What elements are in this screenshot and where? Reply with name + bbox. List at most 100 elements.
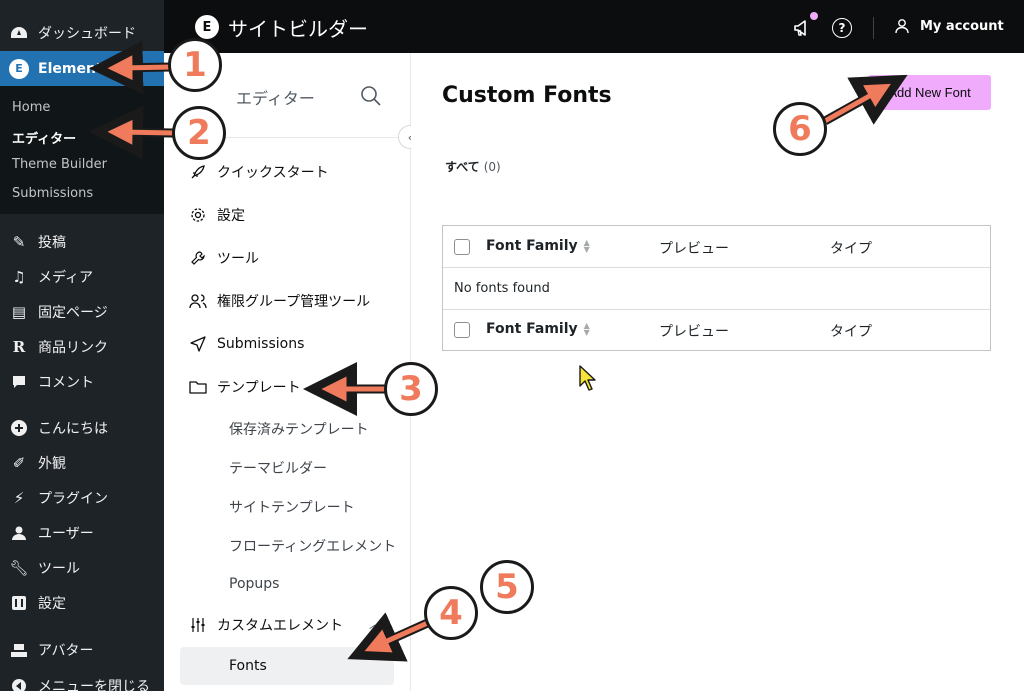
nav-custom-elements[interactable]: カスタムエレメント (189, 615, 343, 635)
menu-appearance[interactable]: ✐ 外観 (0, 445, 164, 480)
plus-icon (9, 418, 29, 438)
nav-label: Fonts (229, 658, 267, 674)
folder-icon (189, 378, 207, 396)
filter-all[interactable]: すべて(0) (445, 158, 501, 175)
menu-posts[interactable]: ✎ 投稿 (0, 224, 164, 259)
nav-label: 設定 (217, 208, 245, 224)
page-icon: ▤ (11, 302, 27, 321)
menu-label: 投稿 (38, 234, 66, 251)
topbar-divider (873, 17, 874, 39)
submenu-home[interactable]: Home (12, 100, 51, 115)
mouse-cursor-icon (578, 364, 598, 396)
nav-theme-builder[interactable]: テーマビルダー (229, 461, 327, 477)
menu-tools[interactable]: 🔧︎ ツール (0, 550, 164, 585)
pin-icon: ✎ (12, 232, 26, 251)
col-font-family-footer[interactable]: Font Family ▲▼ (486, 321, 590, 337)
nav-label: Submissions (217, 336, 305, 352)
elementor-nav-panel: エディター ‹ クイックスタート 設定 ツール 権限グループ管理ツール Subm… (164, 53, 422, 691)
empty-message: No fonts found (454, 281, 550, 296)
menu-product-links[interactable]: R 商品リンク (0, 329, 164, 364)
nav-submissions[interactable]: Submissions (189, 335, 304, 353)
media-icon: ♫ (12, 267, 26, 286)
annotation-badge-3: 3 (384, 362, 438, 416)
table-footer-row: Font Family ▲▼ プレビュー タイプ (443, 309, 990, 351)
nav-tools[interactable]: ツール (189, 248, 259, 268)
nav-label: テンプレート (217, 380, 301, 396)
menu-collapse[interactable]: メニューを閉じる (0, 668, 164, 691)
annotation-badge-1: 1 (168, 38, 222, 92)
page-title: Custom Fonts (442, 83, 612, 108)
send-icon (189, 335, 207, 353)
menu-plugins[interactable]: ⚡ プラグイン (0, 480, 164, 515)
user-icon (895, 19, 909, 34)
fonts-table: Font Family ▲▼ プレビュー タイプ No fonts found … (442, 225, 991, 351)
help-icon[interactable]: ? (832, 18, 852, 38)
submenu-theme-builder[interactable]: Theme Builder (12, 157, 107, 172)
comment-icon (9, 372, 29, 392)
settings-icon (9, 593, 29, 613)
annotation-badge-6: 6 (773, 102, 827, 156)
nav-settings[interactable]: 設定 (189, 205, 245, 225)
menu-media[interactable]: ♫ メディア (0, 259, 164, 294)
submenu-submissions[interactable]: Submissions (12, 186, 94, 201)
nav-fonts[interactable]: Fonts (180, 647, 394, 685)
rocket-icon (189, 163, 207, 181)
my-account-label: My account (920, 18, 1004, 34)
menu-label: 商品リンク (38, 339, 108, 356)
megaphone-icon[interactable] (792, 17, 814, 39)
app-title: サイトビルダー (228, 17, 368, 41)
menu-label: プラグイン (38, 490, 108, 507)
nav-saved-templates[interactable]: 保存済みテンプレート (229, 422, 369, 438)
menu-elementor[interactable]: E Elementor (0, 51, 164, 86)
menu-avatar[interactable]: アバター (0, 632, 164, 667)
submenu-editor[interactable]: エディター (12, 132, 77, 147)
select-all-checkbox[interactable] (454, 239, 470, 255)
annotation-badge-2: 2 (172, 106, 226, 160)
collapse-icon (9, 676, 29, 691)
col-preview: プレビュー (659, 241, 729, 257)
r-icon: R (12, 337, 26, 356)
table-row: No fonts found (443, 268, 990, 310)
sort-icon: ▲▼ (583, 238, 590, 254)
menu-hello[interactable]: こんにちは (0, 410, 164, 445)
add-new-font-button[interactable]: Add New Font (868, 75, 991, 110)
col-font-family-label: Font Family (486, 238, 578, 254)
col-type-footer: タイプ (830, 324, 872, 340)
menu-label: Elementor (38, 60, 120, 77)
menu-users[interactable]: ユーザー (0, 515, 164, 550)
sort-icon: ▲▼ (583, 321, 590, 337)
col-preview-footer: プレビュー (659, 324, 729, 340)
menu-label: 固定ページ (38, 304, 108, 321)
select-all-checkbox-footer[interactable] (454, 322, 470, 338)
col-font-family[interactable]: Font Family ▲▼ (486, 238, 590, 254)
nav-roles[interactable]: 権限グループ管理ツール (189, 291, 370, 311)
nav-label: ツール (217, 251, 259, 267)
menu-pages[interactable]: ▤ 固定ページ (0, 294, 164, 329)
search-label: エディター (236, 89, 315, 108)
chevron-up-icon[interactable]: ︿ (369, 617, 382, 631)
annotation-badge-5: 5 (480, 560, 534, 614)
menu-comments[interactable]: コメント (0, 364, 164, 399)
menu-dashboard[interactable]: ダッシュボード (0, 15, 164, 50)
my-account-button[interactable]: My account (894, 18, 1004, 34)
nav-site-templates[interactable]: サイトテンプレート (229, 500, 355, 516)
elementor-topbar: E サイトビルダー ? My account (164, 0, 1024, 53)
menu-settings[interactable]: 設定 (0, 585, 164, 620)
nav-floating-elements[interactable]: フローティングエレメント (229, 539, 397, 555)
gear-icon (189, 206, 207, 224)
sliders-icon (189, 616, 207, 634)
menu-label: 設定 (38, 595, 66, 612)
col-font-family-label: Font Family (486, 321, 578, 337)
elementor-logo-icon: E (195, 15, 219, 39)
menu-label: 外観 (38, 455, 66, 472)
menu-label: メディア (38, 269, 94, 286)
nav-quickstart[interactable]: クイックスタート (189, 162, 329, 182)
nav-templates[interactable]: テンプレート (189, 377, 301, 397)
search-icon[interactable] (360, 85, 382, 111)
table-header-row: Font Family ▲▼ プレビュー タイプ (443, 226, 990, 268)
col-type: タイプ (830, 241, 872, 257)
menu-label: ツール (38, 560, 80, 577)
nav-search[interactable]: エディター (164, 53, 410, 138)
filter-all-label: すべて (445, 160, 480, 174)
nav-popups[interactable]: Popups (229, 576, 280, 592)
